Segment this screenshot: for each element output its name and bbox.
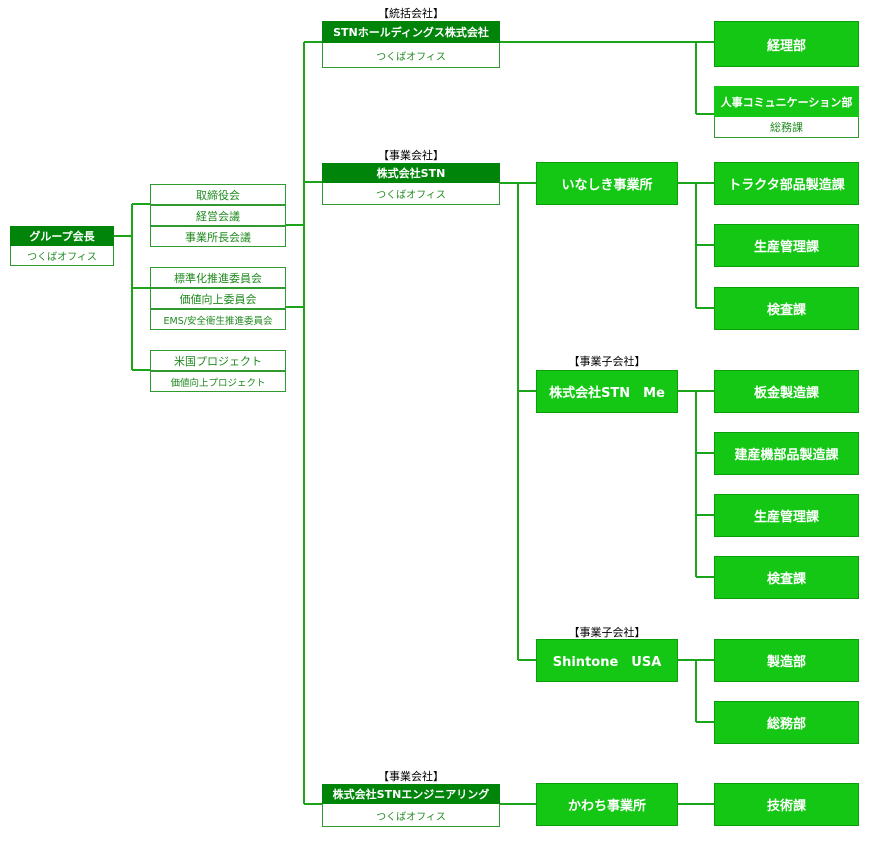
dept-keiri[interactable]: 経理部 — [714, 21, 859, 67]
inashiki-dept-inspection[interactable]: 検査課 — [714, 287, 859, 330]
stn-name: 株式会社STN — [322, 163, 500, 183]
dept-jinji: 人事コミュニケーション部 — [714, 86, 859, 117]
stn-me-dept-sheetmetal[interactable]: 板金製造課 — [714, 370, 859, 413]
stn-tag: 【事業会社】 — [378, 149, 444, 162]
shintone-dept-general[interactable]: 総務部 — [714, 701, 859, 744]
holdings-box[interactable]: STNホールディングス株式会社 つくばオフィス — [322, 21, 500, 68]
shintone-dept-manufacturing[interactable]: 製造部 — [714, 639, 859, 682]
chairman-title: グループ会長 — [10, 226, 114, 246]
committee-ems-safety[interactable]: EMS/安全衛生推進委員会 — [150, 309, 286, 330]
chairman-office: つくばオフィス — [10, 246, 114, 266]
kawachi-dept-engineering[interactable]: 技術課 — [714, 783, 859, 826]
inashiki-dept-tractor[interactable]: トラクタ部品製造課 — [714, 162, 859, 205]
holdings-tag: 【統括会社】 — [378, 7, 444, 20]
shintone-box[interactable]: Shintone USA — [536, 639, 678, 682]
engineering-tag: 【事業会社】 — [378, 770, 444, 783]
holdings-name: STNホールディングス株式会社 — [322, 21, 500, 43]
stn-me-dept-inspection[interactable]: 検査課 — [714, 556, 859, 599]
stn-box[interactable]: 株式会社STN つくばオフィス — [322, 163, 500, 205]
committee-office-heads[interactable]: 事業所長会議 — [150, 226, 286, 247]
holdings-office: つくばオフィス — [322, 43, 500, 68]
dept-jinji-box[interactable]: 人事コミュニケーション部 総務課 — [714, 86, 859, 138]
chairman-box[interactable]: グループ会長 つくばオフィス — [10, 226, 114, 266]
stn-me-tag: 【事業子会社】 — [568, 355, 646, 368]
stn-me-dept-construction[interactable]: 建産機部品製造課 — [714, 432, 859, 475]
inashiki-box[interactable]: いなしき事業所 — [536, 162, 678, 205]
kawachi-box[interactable]: かわち事業所 — [536, 783, 678, 826]
stn-office: つくばオフィス — [322, 183, 500, 205]
dept-somu: 総務課 — [714, 117, 859, 138]
stn-me-box[interactable]: 株式会社STN Me — [536, 370, 678, 413]
committee-value[interactable]: 価値向上委員会 — [150, 288, 286, 309]
committee-board[interactable]: 取締役会 — [150, 184, 286, 205]
inashiki-dept-production[interactable]: 生産管理課 — [714, 224, 859, 267]
stn-me-dept-production[interactable]: 生産管理課 — [714, 494, 859, 537]
committee-management[interactable]: 経営会議 — [150, 205, 286, 226]
committee-standardization[interactable]: 標準化推進委員会 — [150, 267, 286, 288]
engineering-office: つくばオフィス — [322, 804, 500, 827]
engineering-name: 株式会社STNエンジニアリング — [322, 784, 500, 804]
project-usa[interactable]: 米国プロジェクト — [150, 350, 286, 371]
engineering-box[interactable]: 株式会社STNエンジニアリング つくばオフィス — [322, 784, 500, 827]
project-value[interactable]: 価値向上プロジェクト — [150, 371, 286, 392]
shintone-tag: 【事業子会社】 — [568, 626, 646, 639]
